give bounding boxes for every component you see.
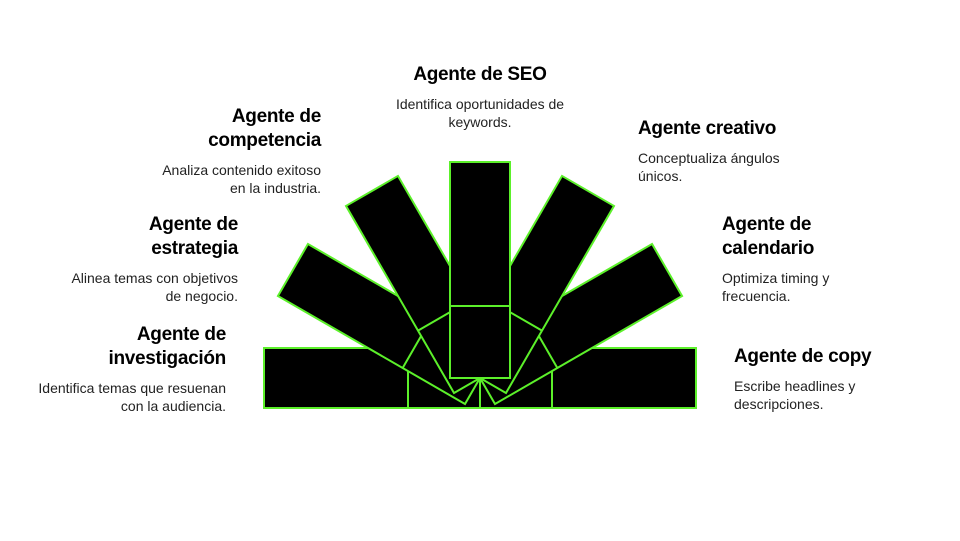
agent-title: Agente creativo — [638, 118, 777, 139]
agent-title: Agente de competencia — [208, 106, 321, 151]
label-copy: Agente de copy Escribe headlines y descr… — [734, 345, 904, 413]
label-seo: Agente de SEO Identifica oportunidades d… — [370, 63, 590, 131]
agent-title: Agente de estrategia — [148, 214, 238, 259]
agent-desc: Conceptualiza ángulos únicos. — [638, 150, 780, 184]
agent-desc: Identifica temas que resuenan con la aud… — [38, 380, 226, 414]
agent-title: Agente de investigación — [108, 324, 226, 369]
agent-desc: Alinea temas con objetivos de negocio. — [71, 270, 238, 304]
agent-desc: Identifica oportunidades de keywords. — [395, 96, 565, 130]
label-competencia: Agente de competencia Analiza contenido … — [161, 105, 321, 197]
agent-title: Agente de calendario — [722, 214, 815, 259]
agent-desc: Optimiza timing y frecuencia. — [722, 270, 830, 304]
label-investigacion: Agente de investigación Identifica temas… — [26, 323, 226, 415]
label-estrategia: Agente de estrategia Alinea temas con ob… — [58, 213, 238, 305]
fan-blade-seo — [449, 161, 511, 379]
agent-desc: Escribe headlines y descripciones. — [734, 378, 856, 412]
label-creativo: Agente creativo Conceptualiza ángulos ún… — [638, 117, 798, 185]
agent-title: Agente de copy — [734, 346, 872, 367]
agent-desc: Analiza contenido exitoso en la industri… — [162, 162, 321, 196]
label-calendario: Agente de calendario Optimiza timing y f… — [722, 213, 872, 305]
agent-title: Agente de SEO — [413, 64, 547, 85]
